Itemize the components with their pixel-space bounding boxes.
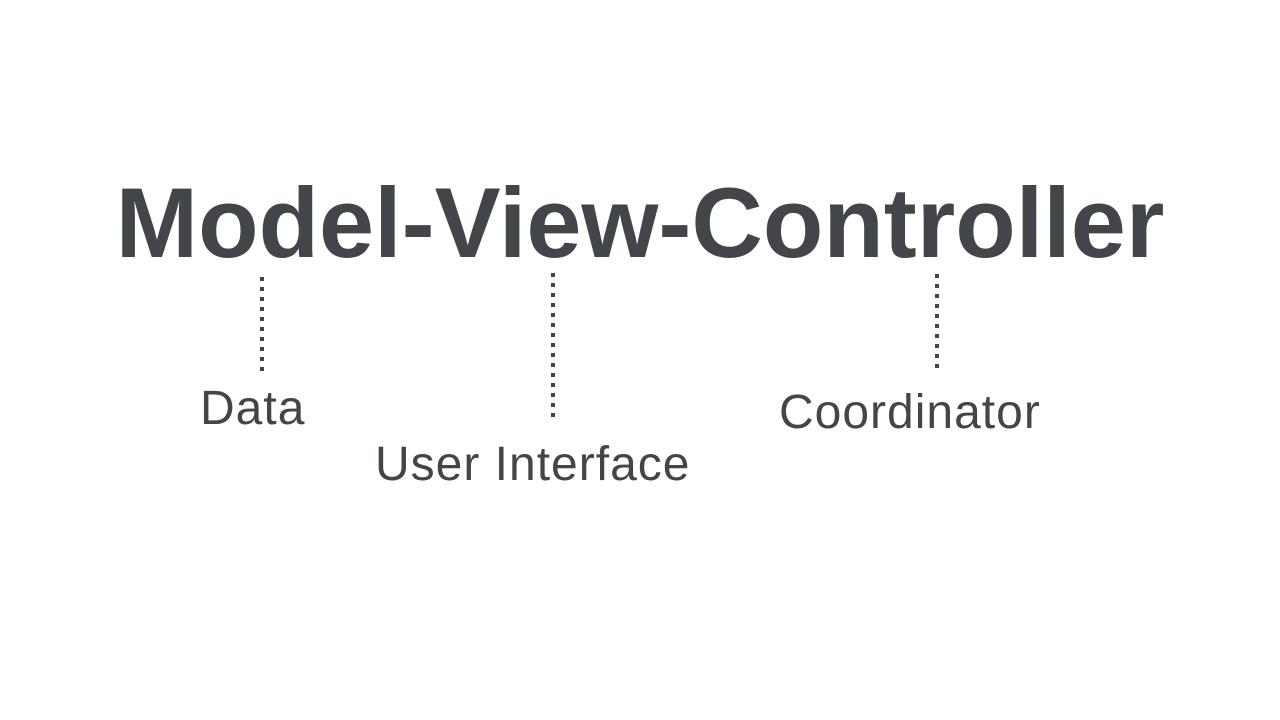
diagram-title: Model-View-Controller — [115, 167, 1165, 278]
label-data: Data — [200, 382, 306, 435]
connector-model-to-data — [260, 277, 264, 371]
label-coordinator: Coordinator — [779, 386, 1041, 439]
connector-controller-to-coordinator — [935, 274, 939, 368]
label-user-interface: User Interface — [375, 438, 691, 491]
connector-view-to-user-interface — [551, 273, 555, 417]
